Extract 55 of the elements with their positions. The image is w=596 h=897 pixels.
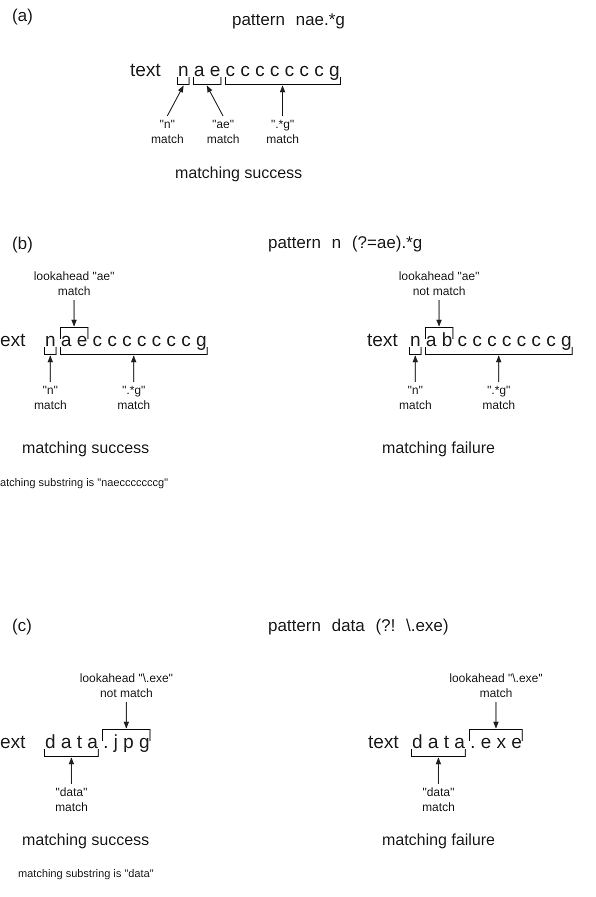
- result-text: matching success: [22, 832, 150, 850]
- bracket: [192, 77, 222, 85]
- arrow: [47, 355, 54, 382]
- lookahead-label: lookahead "\.exe" not match: [72, 671, 180, 701]
- result-text: matching failure: [382, 832, 495, 850]
- text-label: ext: [0, 330, 26, 352]
- match-label: "n" match: [143, 117, 192, 147]
- input-string: n a b c c c c c c c g: [410, 330, 572, 352]
- arrow: [130, 355, 136, 382]
- match-label: "n" match: [391, 383, 440, 413]
- bracket: [411, 749, 466, 757]
- input-string: n a e c c c c c c c g: [178, 60, 340, 82]
- arrow: [436, 757, 442, 784]
- panel-letter: (a): [12, 6, 33, 26]
- lookahead-label: lookahead "\.exe" match: [442, 671, 550, 701]
- bracket: [409, 347, 422, 355]
- arrow: [280, 85, 286, 116]
- text-label: text: [130, 60, 161, 82]
- result-text: matching failure: [382, 440, 495, 458]
- match-label: "ae" match: [199, 117, 248, 147]
- match-label: "data" match: [414, 785, 462, 815]
- bracket: [177, 77, 190, 85]
- input-string: n a e c c c c c c c g: [45, 330, 207, 352]
- bracket: [44, 749, 99, 757]
- arrow: [206, 85, 224, 116]
- arrow: [496, 355, 502, 382]
- input-string: d a t a . j p g: [45, 732, 150, 754]
- text-label: text: [368, 732, 399, 754]
- note-text: atching substring is "naecccccccg": [0, 477, 168, 489]
- lookahead-label: lookahead "ae" match: [25, 269, 124, 299]
- input-string: d a t a . e x e: [412, 732, 522, 754]
- arrow: [71, 300, 77, 327]
- panel-letter: (c): [12, 616, 32, 636]
- text-label: text: [367, 330, 398, 352]
- match-label: ".*g" match: [110, 383, 158, 413]
- bracket: [44, 347, 57, 355]
- arrow: [493, 702, 499, 729]
- text-label: ext: [0, 732, 26, 754]
- arrow: [124, 702, 130, 729]
- arrow: [68, 757, 74, 784]
- match-label: ".*g" match: [258, 117, 307, 147]
- result-text: matching success: [22, 440, 150, 458]
- panel-letter: (b): [12, 234, 33, 254]
- arrow: [436, 300, 442, 327]
- match-label: "n" match: [26, 383, 74, 413]
- match-label: "data" match: [47, 785, 96, 815]
- pattern-text: pattern n (?=ae).*g: [268, 233, 422, 253]
- note-text: matching substring is "data": [18, 868, 154, 880]
- pattern-text: pattern data (?! \.exe): [268, 616, 449, 636]
- pattern-text: pattern nae.*g: [232, 10, 345, 30]
- lookahead-label: lookahead "ae" not match: [390, 269, 488, 299]
- arrow: [166, 85, 184, 116]
- result-text: matching success: [175, 165, 302, 183]
- match-label: ".*g" match: [474, 383, 523, 413]
- arrow: [412, 355, 418, 382]
